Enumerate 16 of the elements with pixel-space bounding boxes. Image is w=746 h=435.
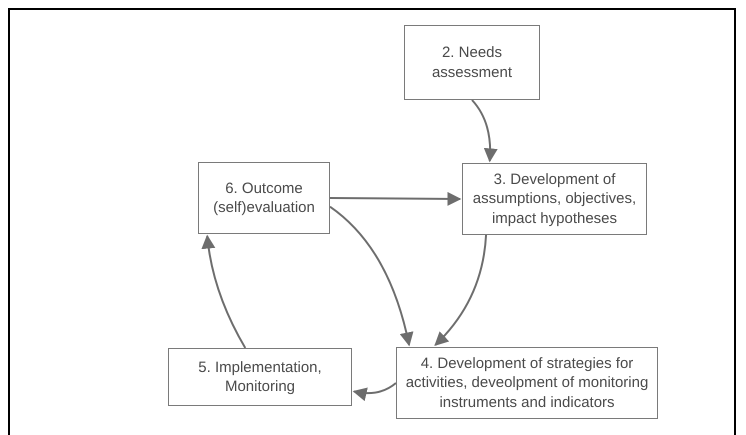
arrow — [202, 234, 246, 348]
process-box — [396, 347, 658, 419]
process-box — [462, 163, 647, 235]
box-label: 2. Needs assessment — [430, 43, 514, 82]
arrow — [471, 99, 498, 162]
arrow — [434, 234, 488, 346]
process-box — [198, 162, 330, 234]
arrow — [329, 206, 414, 346]
box-label: 3. Development of assumptions, objectives, impact hypotheses — [472, 170, 638, 228]
box-label: 5. Implementation, Monitoring — [197, 358, 323, 396]
arrow — [352, 382, 397, 401]
process-box — [168, 348, 352, 406]
process-box — [404, 25, 540, 100]
box-label: 6. Outcome (self)evaluation — [212, 178, 316, 218]
arrow — [330, 192, 462, 206]
box-label: 4. Development of strategies for activities, deveolpment of monitoring instruments and indicators — [404, 354, 650, 412]
